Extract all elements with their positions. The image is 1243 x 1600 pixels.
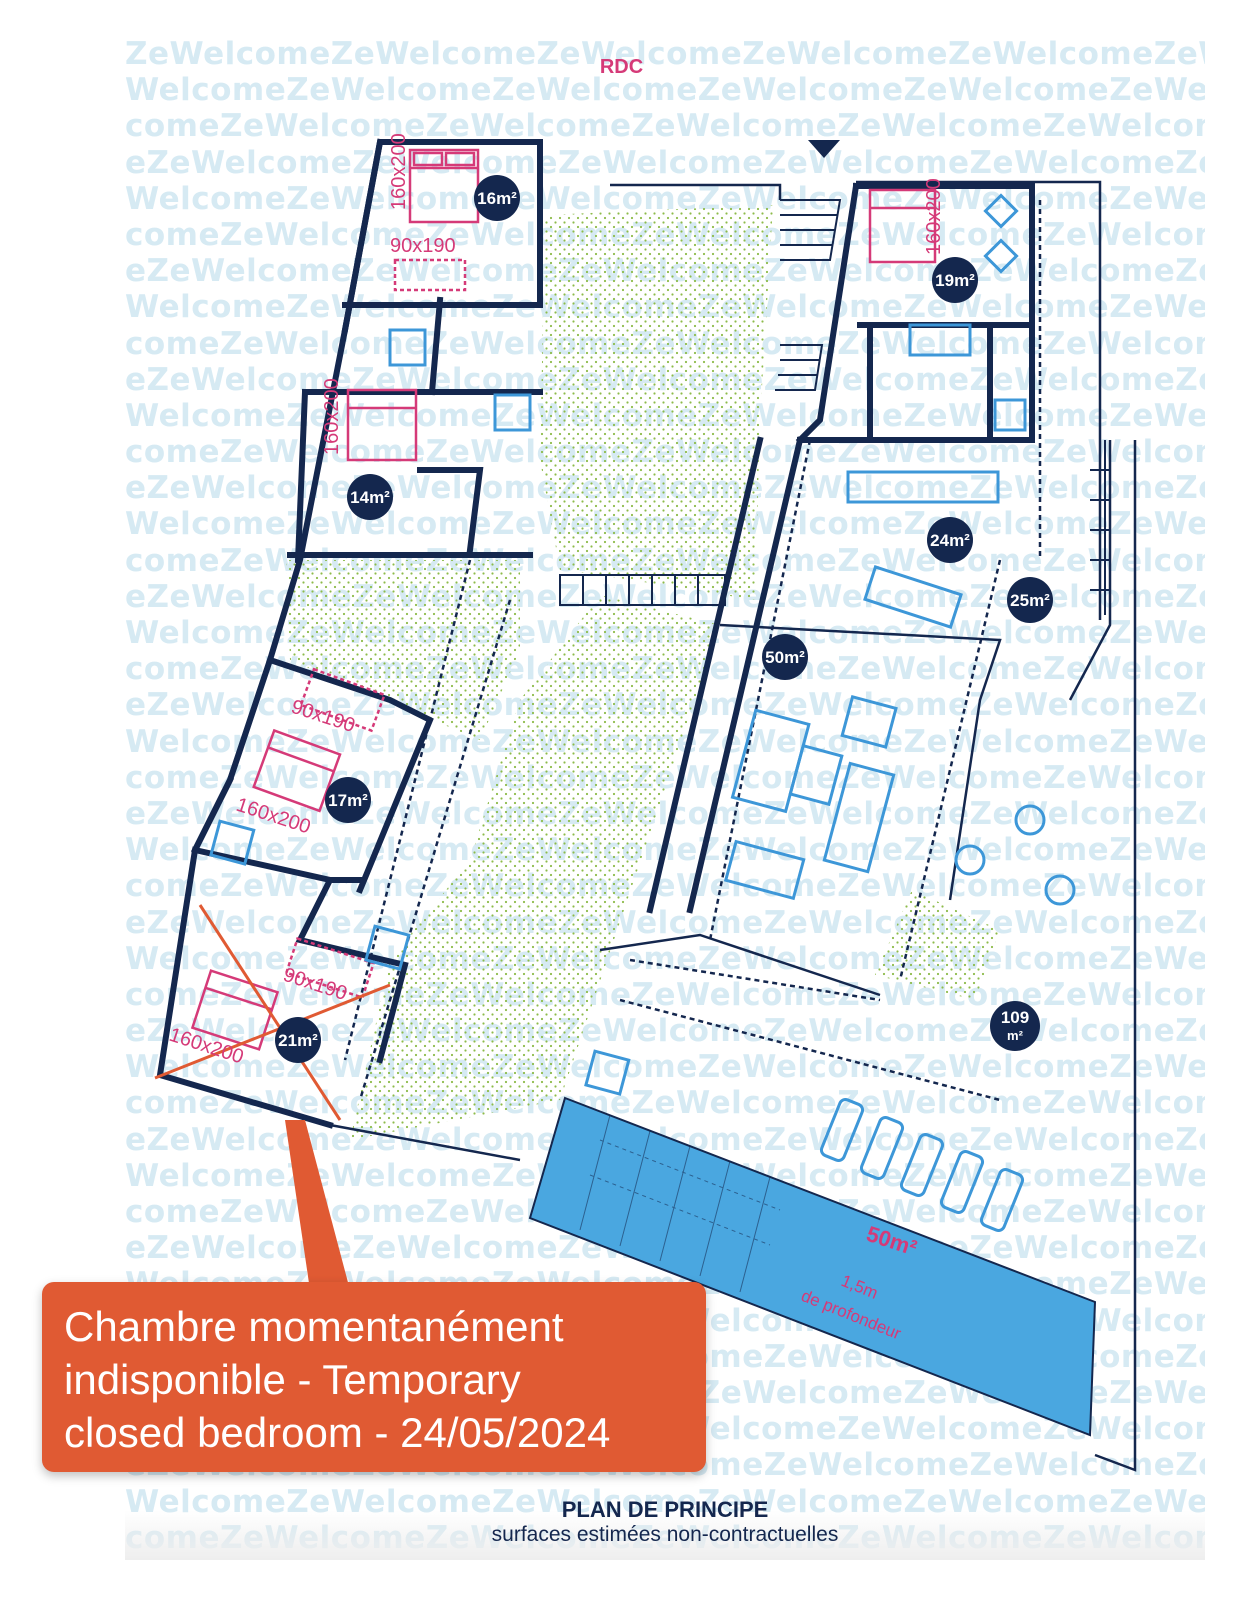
room-badge-r21: 21m² (275, 1017, 321, 1063)
watermark-row: WelcomeZeWelcomeZeWelcomeZeWelcomeZeWelc… (125, 940, 1205, 977)
badge-circle (990, 1001, 1040, 1051)
pool-steps (579, 1114, 781, 1293)
table-round-icon (954, 844, 986, 876)
shower-icon (993, 398, 1027, 432)
room-area-label: 17m² (328, 791, 368, 810)
notice-line-1: Chambre momentanément (64, 1303, 564, 1350)
kitchen-island-icon (846, 470, 1000, 504)
watermark-row: WelcomeZeWelcomeZeWelcomeZeWelcomeZeWelc… (125, 72, 1205, 109)
room-badge-r14: 14m² (347, 474, 393, 520)
room-area-label: 16m² (477, 189, 517, 208)
bed-room16-icon (408, 148, 480, 224)
badge-circle (932, 257, 978, 303)
table-round-icon (1044, 874, 1076, 906)
room-area-label: 14m² (350, 488, 390, 507)
notice-line-2: indisponible - Temporary (64, 1356, 521, 1403)
garden-lower (350, 595, 720, 1140)
room-badge-r16: 16m² (474, 175, 520, 221)
bed-room21-single-icon (284, 936, 376, 1000)
bed-room19-icon (868, 188, 937, 264)
pool (528, 1096, 1097, 1437)
bed-room17-single-icon (299, 667, 387, 733)
closed-bedroom-notice: Chambre momentanément indisponible - Tem… (42, 1282, 706, 1472)
room-badge-r19: 19m² (932, 257, 978, 303)
bed-size-label: 90x190 (288, 696, 357, 737)
plan-title: PLAN DE PRINCIPE (561, 1497, 769, 1522)
bed-room16-single-icon (393, 258, 467, 292)
watermark-row: comeZeWelcomeZeWelcomeZeWelcomeZeWelcome… (125, 108, 1205, 145)
shower-icon (388, 328, 427, 367)
badge-circle (347, 474, 393, 520)
badge-circle (325, 777, 371, 823)
shower-icon (364, 924, 411, 971)
bed-size-label: 160x200 (233, 794, 313, 839)
entrance-arrow-icon (808, 140, 840, 158)
table-round-icon (1014, 804, 1046, 836)
room-area-label: 24m² (930, 531, 970, 550)
garden-central (540, 205, 773, 600)
stairs (559, 199, 1110, 615)
nightstand-icon (983, 238, 1019, 274)
room-badge-r24: 24m² (927, 517, 973, 563)
badge-circle (474, 175, 520, 221)
shower-icon (209, 819, 256, 866)
bed-size-label: 160x200 (923, 178, 945, 255)
garden-left (286, 560, 520, 740)
sunbeds-icon (819, 1097, 1025, 1233)
level-label: RDC (599, 56, 644, 78)
watermark-row: eZeWelcomeZeWelcomeZeWelcomeZeWelcomeZeW… (125, 795, 1205, 832)
property-boundary (329, 180, 1137, 1472)
notice-line-3: closed bedroom - 24/05/2024 (64, 1409, 611, 1456)
bed-size-label: 160x200 (388, 133, 410, 210)
exterior-walls (156, 138, 1035, 1129)
badge-circle (927, 517, 973, 563)
glazing-lines (343, 200, 1042, 1102)
sofa-icon (723, 694, 898, 901)
bed-size-label: 160x200 (321, 378, 343, 455)
room-area-label: 21m² (278, 1031, 318, 1050)
room-area-label: 19m² (935, 271, 975, 290)
plan-subtitle: surfaces estimées non-contractuelles (491, 1523, 839, 1546)
pool-shower-icon (584, 1049, 631, 1096)
garden-right (875, 890, 1000, 1000)
bed-room21-icon (190, 969, 280, 1051)
callout-pointer (285, 1120, 350, 1290)
nightstand-icon (983, 193, 1019, 229)
room-badge-r17: 17m² (325, 777, 371, 823)
shower-icon (493, 393, 532, 432)
bathtub-icon (908, 323, 972, 357)
beds (190, 148, 937, 1051)
closed-room-cross-icon (154, 904, 391, 1121)
bed-size-label: 160x200 (166, 1024, 246, 1069)
badge-circle (275, 1017, 321, 1063)
bed-size-label: 90x190 (390, 235, 456, 257)
watermark-row: ZeWelcomeZeWelcomeZeWelcomeZeWelcomeZeWe… (125, 36, 1205, 72)
badge-circle (1007, 577, 1053, 623)
room-area-label: m² (1007, 1028, 1024, 1043)
watermark-row: eZeWelcomeZeWelcomeZeWelcomeZeWelcomeZeW… (125, 144, 1205, 181)
room-badge-r25: 25m² (1007, 577, 1053, 623)
room-area-label: 50m² (765, 648, 805, 667)
furniture (209, 193, 1076, 1233)
bottom-fade (125, 1510, 1205, 1560)
room-badge-r50: 50m² (762, 634, 808, 680)
room-area-label: 25m² (1010, 591, 1050, 610)
room-area-label: 109 (1001, 1008, 1029, 1027)
bed-room14-icon (346, 388, 418, 462)
bed-size-label: 90x190 (280, 964, 349, 1005)
dining-table-icon (863, 565, 963, 629)
badge-circle (762, 634, 808, 680)
bed-room17-icon (252, 728, 342, 813)
